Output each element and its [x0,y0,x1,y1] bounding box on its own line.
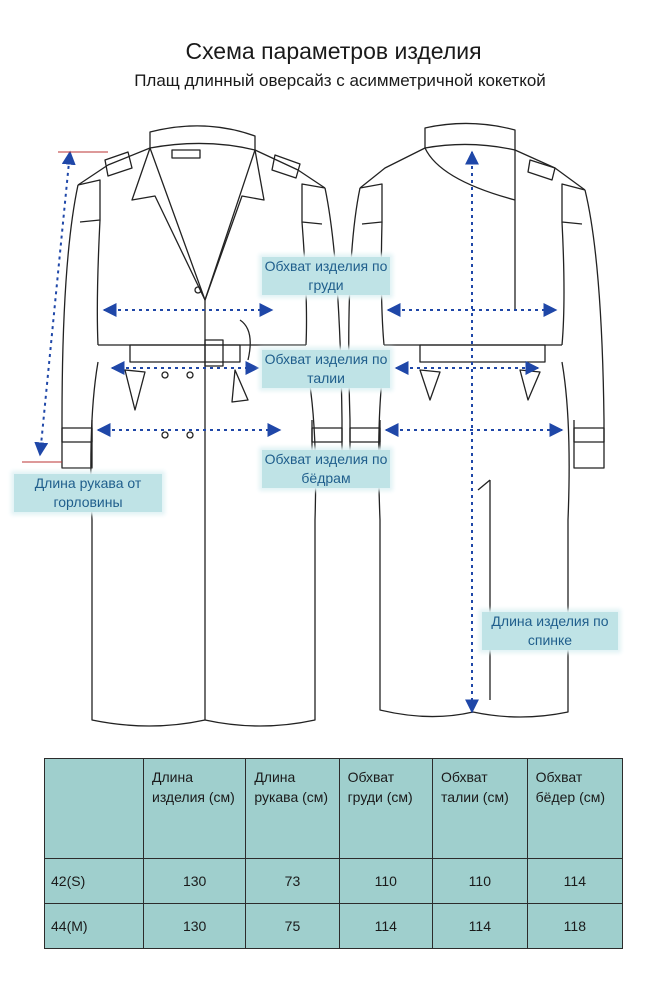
value-cell: 114 [432,903,528,949]
value-cell: 114 [526,858,624,904]
value-cell: 114 [338,903,434,949]
size-cell: 44(M) [44,903,144,949]
value-cell: 75 [245,903,340,949]
table-corner-cell [44,758,144,859]
measurement-arrows [34,150,564,714]
table-row: 42(S) 130 73 110 110 114 [44,858,624,904]
sleeve-label: Длина рукава от горловины [14,474,162,512]
sleeve-length-arrow [34,150,76,457]
size-cell: 42(S) [44,858,144,904]
table-row: 44(M) 130 75 114 114 118 [44,903,624,949]
back-length-label: Длина изделия по спинке [482,612,618,650]
value-cell: 73 [245,858,340,904]
page-title: Схема параметров изделия [185,38,482,64]
page-subtitle: Плащ длинный оверсайз с асимметричной ко… [134,71,546,90]
column-header: Обхват груди (см) [338,758,434,859]
value-cell: 110 [432,858,528,904]
value-cell: 130 [142,858,247,904]
column-header: Длина изделия (см) [142,758,247,859]
hips-label: Обхват изделия по бёдрам [262,450,390,488]
column-header: Длина рукава (см) [245,758,340,859]
column-header: Обхват талии (см) [432,758,528,859]
chest-label: Обхват изделия по груди [262,257,390,295]
size-specification-table: Длина изделия (см) Длина рукава (см) Обх… [44,758,624,949]
waist-label: Обхват изделия по талии [262,350,390,388]
table-header-row: Длина изделия (см) Длина рукава (см) Обх… [44,758,624,859]
value-cell: 110 [338,858,434,904]
value-cell: 130 [142,903,247,949]
column-header: Обхват бёдер (см) [526,758,624,859]
coat-front-view [61,125,343,727]
value-cell: 118 [526,903,624,949]
